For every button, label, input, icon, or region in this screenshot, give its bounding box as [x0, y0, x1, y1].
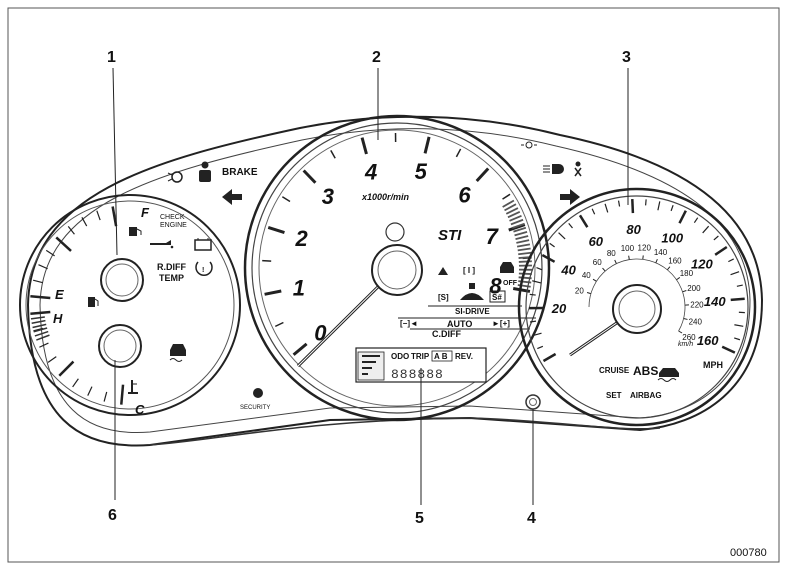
odometer-digits: 888888 [391, 367, 444, 382]
redline-tick [519, 273, 532, 274]
temp-tick [121, 385, 123, 405]
callout-6: 6 [108, 507, 117, 524]
kmh-number: 200 [687, 284, 701, 293]
tachometer-hub [372, 245, 422, 295]
security-indicator-light [253, 388, 263, 398]
tachometer-number: 3 [322, 184, 334, 209]
mph-number: 20 [551, 301, 567, 316]
si-drive-s-sharp-label: S# [492, 293, 502, 302]
speedometer-tick [632, 199, 633, 213]
kmh-number: 240 [689, 317, 703, 326]
fuel-empty-label: E [55, 287, 64, 302]
trip-label: TRIP [411, 352, 430, 361]
mph-number: 140 [704, 294, 726, 309]
temp-gauge-hub [99, 325, 141, 367]
kmh-number: 60 [593, 258, 602, 267]
fuel-full-label: F [141, 205, 150, 220]
figure-id: 000780 [730, 547, 767, 559]
tachometer-unit: x1000r/min [361, 192, 410, 202]
tachometer-number: 5 [415, 159, 428, 184]
fuel-gauge-hub [101, 259, 143, 301]
cdiff-auto-label: AUTO [447, 319, 472, 329]
ab-label: A B [434, 352, 448, 361]
airbag-label: AIRBAG [630, 391, 662, 400]
si-drive-i-label: [ I ] [463, 266, 475, 275]
speedometer-tick [731, 299, 745, 300]
fuel-tick [30, 296, 50, 298]
vehicle-dynamics-off-icon [500, 262, 514, 273]
abs-label: ABS [633, 364, 658, 378]
si-drive-s-label: [S] [438, 293, 449, 302]
mph-unit: MPH [703, 360, 723, 370]
mph-number: 100 [661, 230, 683, 245]
cruise-label: CRUISE [599, 366, 630, 375]
cdiff-plus-label: ►[+] [492, 319, 510, 328]
check-engine-label-1: CHECK [160, 214, 185, 221]
callout-2: 2 [372, 49, 381, 66]
check-engine-label-2: ENGINE [160, 222, 187, 229]
temp-cold-label: C [135, 402, 145, 417]
mph-number: 40 [560, 262, 576, 277]
sti-logo: STI [438, 227, 462, 244]
callout-1: 1 [107, 49, 116, 66]
headlight-high-beam-icon [543, 164, 564, 174]
kmh-number: 140 [654, 248, 668, 257]
callout-4: 4 [527, 510, 536, 527]
kmh-number: 20 [575, 286, 584, 295]
kmh-number: 120 [638, 243, 652, 252]
tachometer-number: 6 [458, 182, 471, 207]
svg-text:!: ! [202, 267, 204, 274]
rev-label: REV. [455, 352, 473, 361]
cdiff-minus-label: [−]◄ [400, 319, 418, 328]
kmh-number: 100 [621, 244, 635, 253]
rdiff-temp-label-1: R.DIFF [157, 262, 186, 272]
odo-label: ODO [391, 352, 409, 361]
callout-3: 3 [622, 49, 631, 66]
kmh-number: 80 [607, 249, 616, 258]
temp-tick [30, 312, 50, 314]
speedometer-tick [646, 199, 647, 205]
temp-hot-label: H [53, 311, 63, 326]
trip-reset-knob [526, 395, 540, 409]
vdc-off-label: OFF [503, 280, 518, 287]
mph-number: 120 [691, 257, 713, 272]
kmh-tick [629, 256, 630, 260]
kmh-number: 180 [680, 269, 694, 278]
mph-number: 160 [697, 333, 719, 348]
kmh-unit: km/h [678, 341, 693, 348]
speedometer-tick [530, 294, 536, 295]
tachometer-number: 2 [295, 226, 309, 251]
callout-5: 5 [415, 510, 424, 527]
rdiff-temp-label-2: TEMP [159, 273, 184, 283]
kmh-number: 160 [668, 257, 682, 266]
tachometer-number: 4 [364, 159, 377, 184]
security-label: SECURITY [240, 405, 270, 411]
si-drive-label: SI-DRIVE [455, 307, 490, 316]
tachometer-number: 7 [486, 224, 500, 249]
brake-label: BRAKE [222, 167, 258, 178]
speedometer-hub [613, 285, 661, 333]
tachometer-number: 1 [293, 276, 305, 301]
set-label: SET [606, 391, 622, 400]
kmh-number: 220 [690, 301, 704, 310]
mph-number: 80 [626, 222, 641, 237]
redline-tick [519, 261, 532, 262]
mph-number: 60 [589, 234, 604, 249]
kmh-number: 40 [582, 271, 591, 280]
cdiff-label: C.DIFF [432, 329, 461, 339]
speedometer-tick [530, 321, 536, 322]
